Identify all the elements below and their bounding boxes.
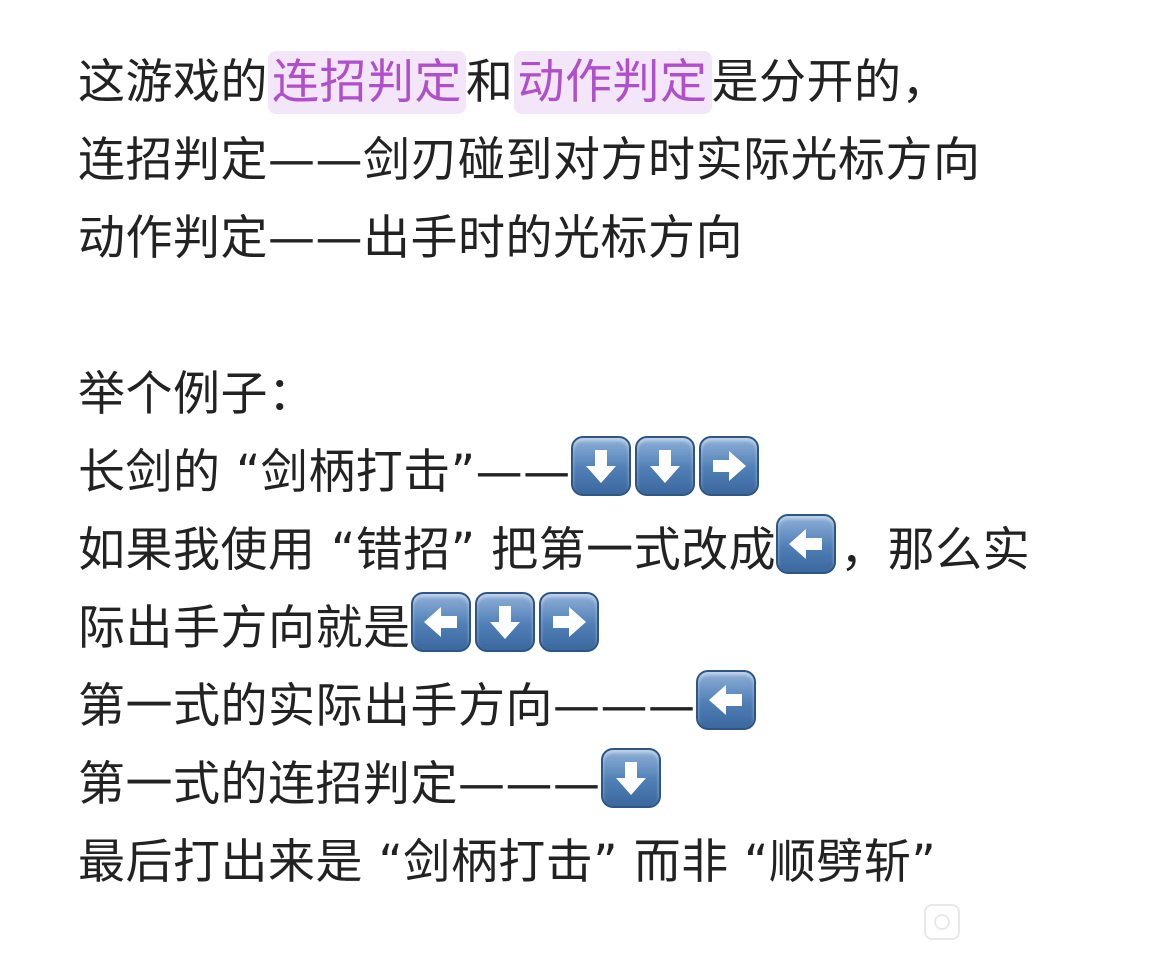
paragraph-line-actual-direction: 际出手方向就是 bbox=[78, 590, 1138, 668]
down-arrow-icon bbox=[600, 748, 661, 808]
actual-direction-text: 际出手方向就是 bbox=[78, 601, 411, 656]
blank-line bbox=[78, 278, 1138, 356]
left-arrow-icon bbox=[410, 592, 471, 652]
paragraph-line-longsword: 长剑的 “剑柄打击”—— bbox=[78, 434, 1138, 512]
right-arrow-icon bbox=[698, 436, 759, 496]
paragraph-line-example-heading: 举个例子： bbox=[78, 367, 316, 422]
line-1-suffix: 是分开的， bbox=[711, 55, 949, 110]
line-1-connector: 和 bbox=[466, 55, 514, 110]
line-1-prefix: 这游戏的 bbox=[78, 55, 268, 110]
misplay-text-suffix: ，那么实 bbox=[840, 523, 1031, 578]
paragraph-line-result: 最后打出来是 “剑柄打击” 而非 “顺劈斩” bbox=[78, 835, 937, 890]
down-arrow-icon bbox=[474, 592, 535, 652]
highlight-combo-judgment[interactable]: 连招判定 bbox=[268, 51, 466, 114]
watermark-icon bbox=[924, 904, 960, 940]
down-arrow-icon bbox=[634, 436, 695, 496]
post-body: 这游戏的连招判定和动作判定是分开的， 连招判定——剑刃碰到对方时实际光标方向 动… bbox=[78, 44, 1138, 902]
paragraph-line-2: 连招判定——剑刃碰到对方时实际光标方向 bbox=[78, 133, 981, 188]
paragraph-line-first-combo: 第一式的连招判定——— bbox=[78, 746, 1138, 824]
paragraph-line-1: 这游戏的连招判定和动作判定是分开的， bbox=[78, 44, 1138, 122]
paragraph-line-3: 动作判定——出手时的光标方向 bbox=[78, 211, 743, 266]
left-arrow-icon bbox=[776, 514, 837, 574]
first-actual-text: 第一式的实际出手方向——— bbox=[78, 679, 696, 734]
down-arrow-icon bbox=[570, 436, 631, 496]
misplay-text: 如果我使用 “错招” 把第一式改成 bbox=[78, 523, 777, 578]
first-combo-text: 第一式的连招判定——— bbox=[78, 757, 601, 812]
paragraph-line-misplay: 如果我使用 “错招” 把第一式改成 ，那么实 bbox=[78, 512, 1138, 590]
paragraph-line-first-actual: 第一式的实际出手方向——— bbox=[78, 668, 1138, 746]
right-arrow-icon bbox=[538, 592, 599, 652]
left-arrow-icon bbox=[695, 670, 756, 730]
highlight-action-judgment[interactable]: 动作判定 bbox=[513, 51, 712, 114]
longsword-text: 长剑的 “剑柄打击”—— bbox=[78, 445, 571, 500]
